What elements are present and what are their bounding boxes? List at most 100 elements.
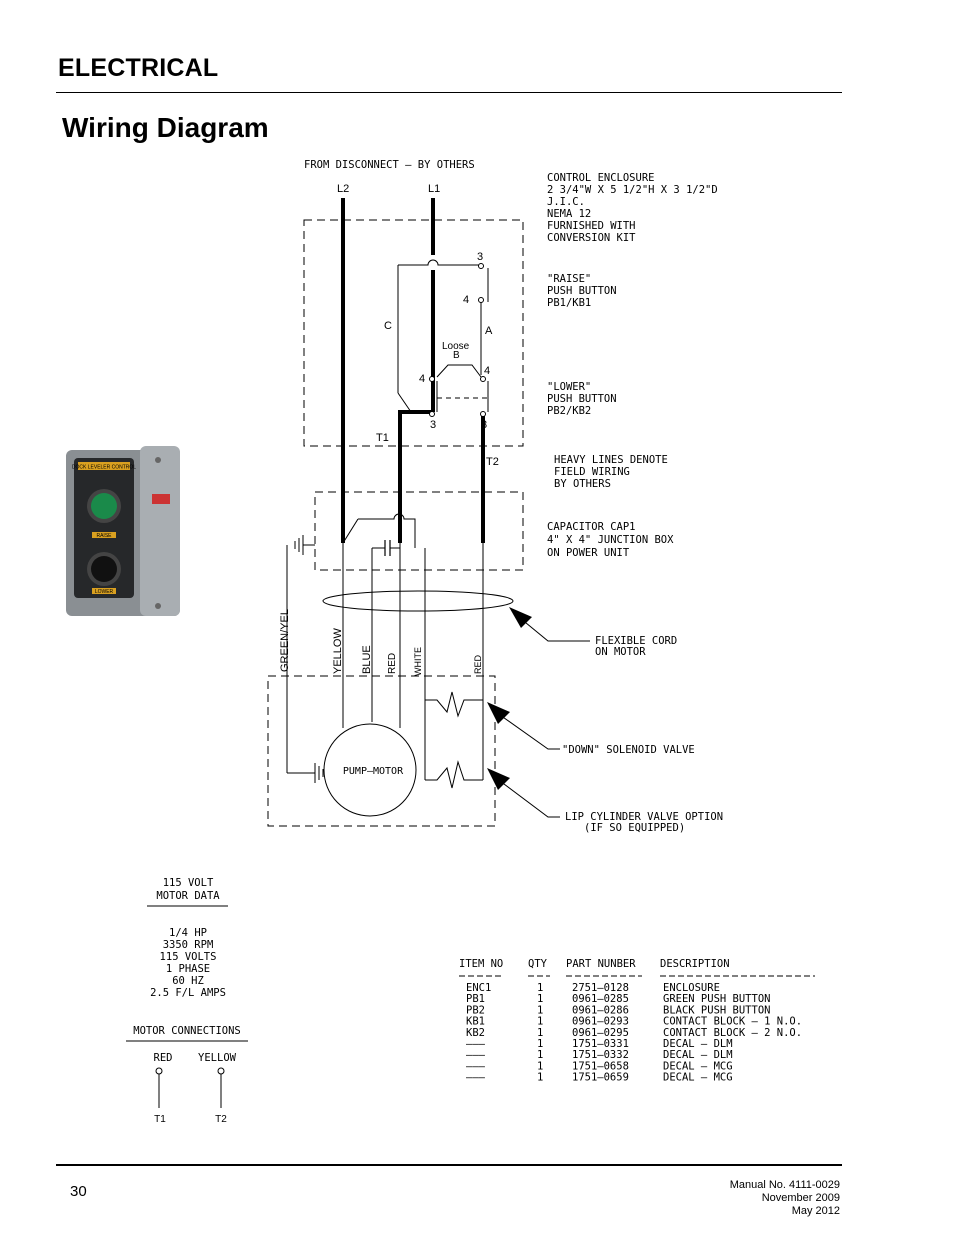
solenoid-note: "DOWN" SOLENOID VALVE: [562, 744, 695, 756]
parts-cell: DECAL — MCG: [663, 1060, 733, 1072]
parts-header: PART NUNBER: [566, 958, 636, 970]
terminal-t2-circle: [217, 1067, 225, 1075]
capacitor-note-line: ON POWER UNIT: [547, 547, 630, 559]
parts-cell: DECAL — DLM: [663, 1049, 733, 1061]
lower-note-line: PB2/KB2: [547, 405, 591, 417]
parts-cell: ENCLOSURE: [663, 982, 720, 994]
lower-note-line: PUSH BUTTON: [547, 393, 617, 405]
parts-table: ITEM NO QTY PART NUNBER DESCRIPTION ENC1 1 275…: [459, 958, 815, 1084]
enclosure-note-line: CONTROL ENCLOSURE: [547, 172, 654, 184]
flexible-cord-ellipse: [322, 590, 514, 612]
motor-data-spec-line: 115 VOLTS: [160, 951, 217, 963]
cord-note-line: FLEXIBLE CORD: [595, 635, 677, 647]
cord-arrow: [509, 607, 532, 628]
enclosure-note-line: J.I.C.: [547, 196, 585, 208]
parts-cell: 1751—0658: [572, 1060, 629, 1072]
lip-valve-coil: [425, 760, 483, 789]
connection-left-color: RED: [154, 1052, 173, 1064]
lip-note: LIP CYLINDER VALVE OPTION(IF SO EQUIPPED…: [565, 811, 723, 834]
wire-label-red: RED: [387, 653, 398, 674]
parts-cell: 1: [537, 1038, 543, 1050]
terminal-4-raise: 4: [463, 294, 469, 306]
l1-label: L1: [428, 183, 440, 195]
heavy-note-line: FIELD WIRING: [554, 466, 630, 478]
capacitor-note-line: 4" X 4" JUNCTION BOX: [547, 534, 674, 546]
control-enclosure-box: [303, 219, 524, 447]
heavy-note-line: HEAVY LINES DENOTE: [554, 454, 668, 466]
wire-label-yellow: YELLOW: [332, 628, 344, 674]
photo-raise-label: RAISE: [96, 533, 112, 539]
connection-right-color: YELLOW: [198, 1052, 237, 1064]
parts-header: DESCRIPTION: [660, 958, 730, 970]
enclosure-note-line: 2 3/4"W X 5 1/2"H X 3 1/2"D: [547, 184, 718, 196]
motor-data-spec-line: 3350 RPM: [163, 939, 214, 951]
connection-t1: T1: [154, 1114, 166, 1125]
down-solenoid-coil: [425, 691, 483, 718]
raise-note-line: PUSH BUTTON: [547, 285, 617, 297]
enclosure-note-line: FURNISHED WITH: [547, 220, 636, 232]
connection-t2: T2: [215, 1114, 227, 1125]
parts-cell: KB2: [466, 1027, 485, 1039]
motor-connections-title: MOTOR CONNECTIONS: [133, 1025, 240, 1037]
parts-cell: 1751—0332: [572, 1049, 629, 1061]
parts-cell: 1: [537, 1049, 543, 1061]
photo-top-label: DOCK LEVELER CONTROL: [72, 465, 136, 471]
top-rule: [56, 92, 842, 93]
parts-cell: ———: [466, 1049, 486, 1061]
loose-label: Loose: [442, 341, 470, 352]
terminal-a: A: [485, 325, 493, 337]
parts-cell: 1: [537, 1072, 543, 1084]
terminal-c: C: [384, 320, 392, 332]
wire-label-blue: BLUE: [361, 645, 373, 674]
bottom-rule: [56, 1164, 842, 1166]
footer-date-2: May 2012: [791, 1205, 840, 1217]
raise-note-line: "RAISE": [547, 273, 591, 285]
terminal-4-right: 4: [484, 365, 490, 377]
motor-data-title-line: 115 VOLT: [163, 877, 214, 889]
wire-label-red-2: RED: [473, 654, 483, 674]
wire-label-green-yel: GREEN/YEL: [279, 609, 291, 672]
cord-note-line: ON MOTOR: [595, 646, 646, 658]
control-box-photo: DOCK LEVELER CONTROL RAISE LOWER: [66, 446, 180, 616]
parts-cell: ENC1: [466, 982, 491, 994]
parts-cell: GREEN PUSH BUTTON: [663, 993, 770, 1005]
parts-header: QTY: [528, 958, 548, 970]
parts-cell: 1751—0331: [572, 1038, 629, 1050]
motor-data-title-line: MOTOR DATA: [156, 890, 220, 902]
terminal-b: B: [453, 350, 460, 361]
junction-box: [314, 491, 524, 571]
parts-cell: KB1: [466, 1016, 485, 1028]
lower-note-line: "LOWER": [547, 381, 591, 393]
source-label: FROM DISCONNECT — BY OTHERS: [304, 159, 475, 171]
parts-cell: 1: [537, 982, 543, 994]
green-button: [91, 493, 117, 519]
heavy-note-line: BY OTHERS: [554, 478, 611, 490]
terminal-t1-circle: [155, 1067, 163, 1075]
pump-motor-label: PUMP—MOTOR: [343, 766, 404, 777]
motor-data-spec-line: 2.5 F/L AMPS: [150, 987, 226, 999]
footer-info: Manual No. 4111-0029 November 2009 May 2…: [730, 1179, 840, 1218]
enclosure-note-line: NEMA 12: [547, 208, 591, 220]
photo-lower-label: LOWER: [95, 589, 114, 595]
parts-cell: BLACK PUSH BUTTON: [663, 1004, 770, 1016]
manual-number: Manual No. 4111-0029: [729, 1179, 840, 1191]
parts-cell: DECAL — MCG: [663, 1072, 733, 1084]
parts-cell: 2751—0128: [572, 982, 629, 994]
motor-data-spec-line: 1/4 HP: [169, 927, 207, 939]
lip-note-line: (IF SO EQUIPPED): [584, 822, 685, 834]
pump-motor-circle: [323, 723, 417, 817]
parts-header: ITEM NO: [459, 958, 503, 970]
parts-cell: PB1: [466, 993, 485, 1005]
raise-note-line: PB1/KB1: [547, 297, 591, 309]
lip-note-line: LIP CYLINDER VALVE OPTION: [565, 811, 723, 823]
motor-data-spec-line: 1 PHASE: [166, 963, 210, 975]
parts-cell: 0961—0286: [572, 1004, 629, 1016]
